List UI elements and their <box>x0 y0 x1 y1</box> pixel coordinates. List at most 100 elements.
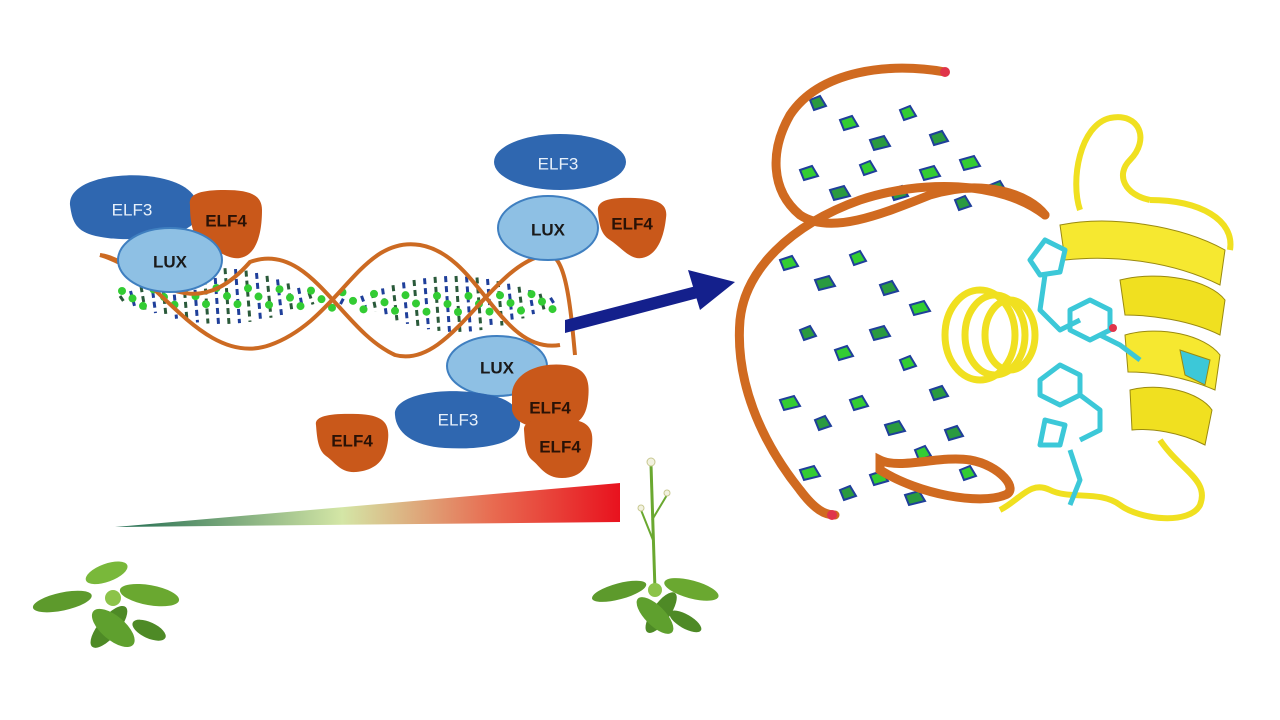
dna-base-rung <box>202 268 210 324</box>
dna-sugar-node <box>443 299 452 308</box>
structure-dna-backbone <box>875 452 1015 504</box>
dna-sugar-node <box>517 306 525 315</box>
dna-sugar-node <box>391 306 399 315</box>
dna-base-rung <box>160 277 168 317</box>
structure-base <box>868 324 892 342</box>
dna-sugar-node <box>265 300 273 309</box>
dna-sugar-node <box>202 300 210 309</box>
dna-sugar-node <box>223 292 231 301</box>
elf4-label: ELF4 <box>539 438 581 457</box>
structure-base <box>958 464 978 482</box>
structure-base <box>898 104 918 122</box>
structure-dna-backbone <box>771 63 1050 228</box>
structure-base <box>898 354 918 372</box>
elf4-label: ELF4 <box>529 399 571 418</box>
elf3-shape <box>69 175 199 240</box>
dna-base-rung <box>549 297 556 306</box>
dna-base-rung <box>171 274 178 319</box>
protein-helix-1 <box>941 286 1039 384</box>
structure-base <box>878 279 900 297</box>
dna-sugar-node <box>275 285 284 294</box>
lux-label: LUX <box>480 359 515 378</box>
structure-base <box>828 184 852 202</box>
dna-sugar-node <box>412 299 420 308</box>
dna-sugar-node <box>359 305 368 314</box>
structure-base <box>953 194 973 212</box>
structure-base <box>798 164 820 182</box>
dna-sugar-node <box>538 297 546 306</box>
dna-base-rung <box>517 286 525 319</box>
protein-loop <box>1073 114 1151 211</box>
structure-base <box>958 154 982 172</box>
structure-base <box>848 249 868 267</box>
dna-sugar-node <box>464 291 473 300</box>
dna-base-rung <box>496 281 504 326</box>
dna-base-rung <box>307 292 315 305</box>
structure-base <box>778 394 802 412</box>
rosette-plant-icon <box>32 561 180 648</box>
dna-sugar-node <box>422 307 431 316</box>
dna-base-rung <box>475 277 483 331</box>
dna-sugar-node <box>496 291 504 300</box>
dna-sugar-node <box>139 301 147 310</box>
elf4-label: ELF4 <box>611 215 653 234</box>
structure-base <box>908 299 932 317</box>
lux-label: LUX <box>153 253 188 272</box>
dna-sugar-node <box>433 291 441 300</box>
dna-base-rung <box>538 293 546 310</box>
structure-base <box>928 129 950 147</box>
dna-sugar-node <box>118 286 126 295</box>
dna-base-rung <box>402 282 409 325</box>
structure-base <box>943 424 965 442</box>
structure-base <box>918 164 942 182</box>
protein-helix-2 <box>1059 220 1226 446</box>
dna-sugar-node <box>307 286 315 295</box>
dna-sugar-node <box>548 305 557 314</box>
dna-sugar-node <box>454 307 462 316</box>
dna-sugar-node <box>296 302 305 311</box>
dna-base-rung <box>244 270 252 323</box>
dna-base-rung <box>192 269 199 323</box>
dna-sugar-node <box>244 284 252 293</box>
structure-base <box>868 134 892 152</box>
dna-base-rung <box>297 287 304 309</box>
dna-base-rung <box>423 278 430 330</box>
structure-base <box>813 274 837 292</box>
dna-sugar-node <box>233 300 242 309</box>
dna-sugar-node <box>328 303 336 312</box>
protein-loop <box>998 438 1205 522</box>
dna-sugar-node <box>317 295 326 304</box>
dna-base-rung <box>181 271 189 321</box>
dna-base-rung <box>465 276 472 332</box>
structure-base <box>928 384 950 402</box>
free-elf4: ELF4 <box>315 413 389 473</box>
elf4-shape <box>315 413 389 473</box>
dna-base-rung <box>129 290 136 307</box>
structure-base <box>833 344 855 362</box>
elf4-shape <box>512 364 589 429</box>
structure-base <box>778 254 800 272</box>
protein-dna-structure <box>734 63 1234 522</box>
dna-sugar-node <box>349 296 357 305</box>
elf3-label: ELF3 <box>538 155 579 174</box>
dna-base-rung <box>139 285 147 310</box>
dna-sugar-node <box>401 291 410 300</box>
dna-base-rung <box>360 295 367 308</box>
dna-sugar-node <box>286 293 294 302</box>
dna-base-rung <box>234 268 241 324</box>
arrow-right-icon <box>565 270 735 333</box>
elf4-shape <box>523 418 593 478</box>
dna-sugar-node <box>254 292 263 301</box>
dna-base-rung <box>339 295 346 305</box>
dna-base-rung <box>433 276 441 331</box>
expression-gradient-wedge <box>115 483 620 527</box>
dna-sugar-node <box>370 289 378 298</box>
structure-dna-bases <box>778 94 1008 507</box>
elf3-label: ELF3 <box>112 201 153 220</box>
lux-shape <box>117 227 223 293</box>
flowering-plant-icon <box>591 457 719 634</box>
dna-base-rung <box>265 275 273 318</box>
dna-sugar-node <box>128 294 137 303</box>
structure-base <box>798 464 822 482</box>
